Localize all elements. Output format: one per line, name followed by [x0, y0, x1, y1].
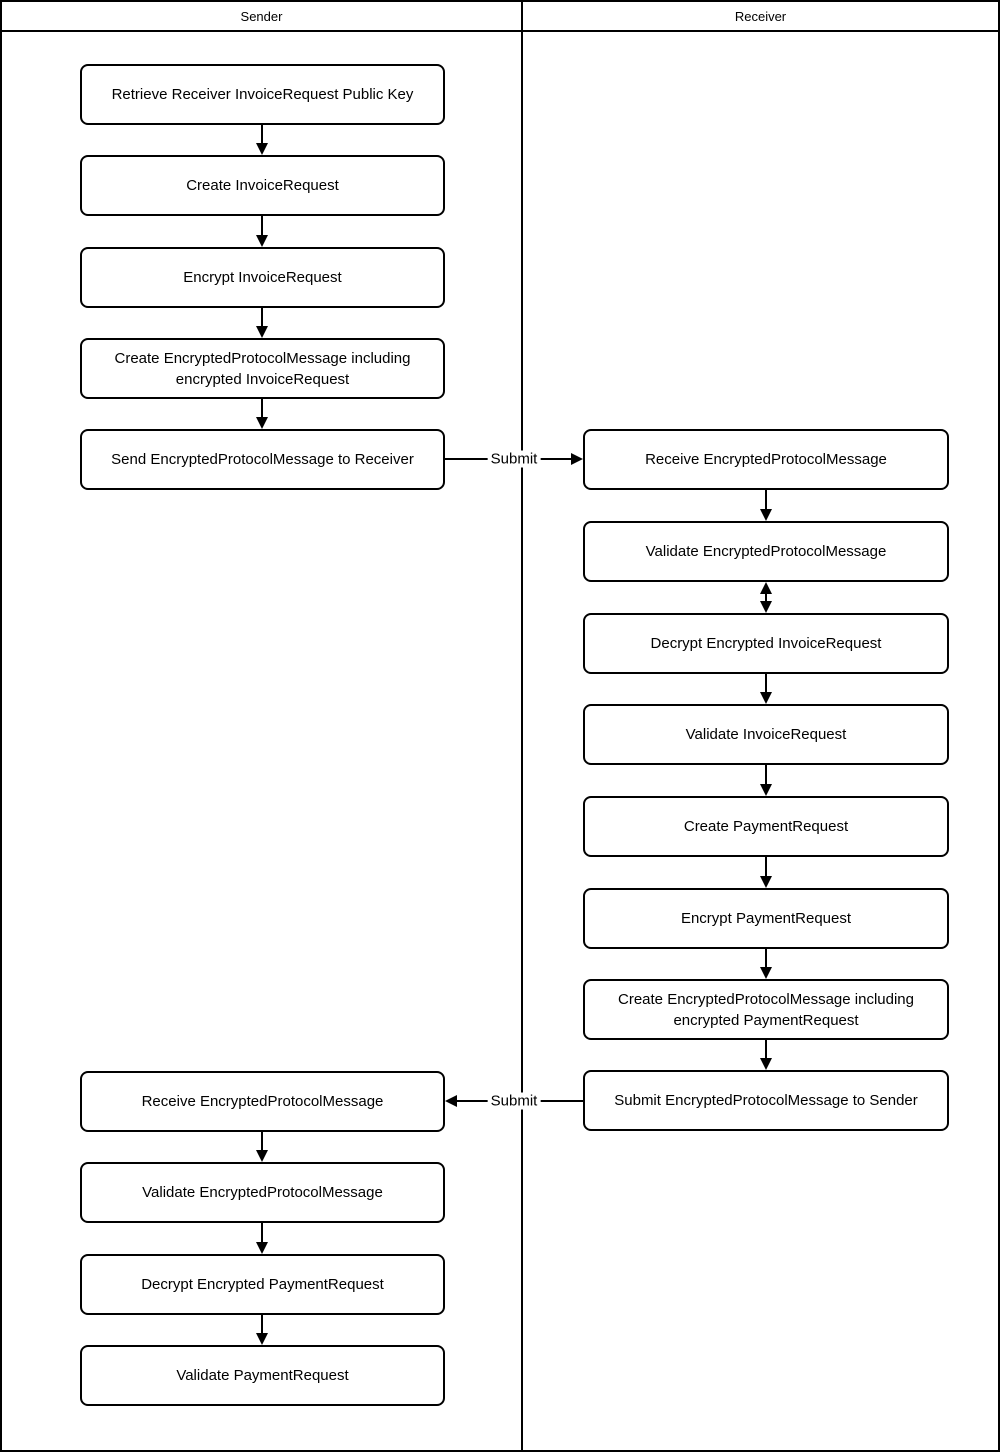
- arrowhead-down-icon: [760, 509, 772, 521]
- arrow-stem: [765, 674, 767, 693]
- arrow-stem: [261, 1315, 263, 1334]
- flow-node-create-invoicerequest: Create InvoiceRequest: [80, 155, 445, 216]
- arrow-stem: [261, 125, 263, 144]
- lane-header-receiver: Receiver: [734, 8, 787, 24]
- flow-node-receiver-receive-epm: Receive EncryptedProtocolMessage: [583, 429, 949, 490]
- flow-node-decrypt-paymentrequest: Decrypt Encrypted PaymentRequest: [80, 1254, 445, 1315]
- arrowhead-down-icon: [760, 601, 772, 613]
- arrowhead-left-icon: [445, 1095, 457, 1107]
- lane-divider: [521, 2, 523, 1450]
- arrowhead-down-icon: [256, 1333, 268, 1345]
- arrowhead-up-icon: [760, 582, 772, 594]
- flow-node-decrypt-invoicerequest: Decrypt Encrypted InvoiceRequest: [583, 613, 949, 674]
- arrow-stem: [765, 490, 767, 510]
- arrow-stem: [765, 857, 767, 877]
- arrow-stem: [765, 1040, 767, 1059]
- flow-node-retrieve-public-key: Retrieve Receiver InvoiceRequest Public …: [80, 64, 445, 125]
- arrow-down-icon: [256, 1223, 268, 1254]
- arrow-stem: [261, 399, 263, 418]
- submit-connector-label: Submit: [487, 450, 541, 468]
- flow-node-encrypt-invoicerequest: Encrypt InvoiceRequest: [80, 247, 445, 308]
- arrow-down-icon: [256, 125, 268, 155]
- arrowhead-down-icon: [760, 1058, 772, 1070]
- flow-node-sender-validate-epm: Validate EncryptedProtocolMessage: [80, 1162, 445, 1223]
- arrowhead-right-icon: [571, 453, 583, 465]
- arrow-stem: [261, 216, 263, 236]
- arrowhead-down-icon: [256, 1242, 268, 1254]
- arrow-down-icon: [256, 308, 268, 338]
- arrowhead-down-icon: [760, 967, 772, 979]
- arrow-down-icon: [760, 490, 772, 521]
- arrowhead-down-icon: [760, 784, 772, 796]
- flow-node-encrypt-paymentrequest: Encrypt PaymentRequest: [583, 888, 949, 949]
- arrowhead-down-icon: [760, 692, 772, 704]
- flow-node-receiver-validate-epm: Validate EncryptedProtocolMessage: [583, 521, 949, 582]
- submit-connector-label: Submit: [487, 1092, 541, 1110]
- arrow-down-icon: [256, 1132, 268, 1162]
- lane-header-sender: Sender: [240, 8, 283, 24]
- arrow-stem: [261, 1132, 263, 1151]
- submit-connector-to-sender: Submit: [445, 1089, 583, 1113]
- arrow-down-icon: [760, 949, 772, 979]
- arrow-stem: [765, 765, 767, 785]
- arrow-stem: [765, 593, 767, 602]
- submit-connector-to-receiver: Submit: [445, 447, 583, 471]
- arrowhead-down-icon: [256, 143, 268, 155]
- arrow-down-icon: [760, 857, 772, 888]
- arrow-down-icon: [760, 765, 772, 796]
- flow-node-create-paymentrequest: Create PaymentRequest: [583, 796, 949, 857]
- arrowhead-down-icon: [760, 876, 772, 888]
- flow-node-create-epm-paymentrequest: Create EncryptedProtocolMessage includin…: [583, 979, 949, 1040]
- arrow-down-icon: [256, 216, 268, 247]
- flow-node-validate-invoicerequest: Validate InvoiceRequest: [583, 704, 949, 765]
- flow-node-sender-receive-epm: Receive EncryptedProtocolMessage: [80, 1071, 445, 1132]
- flow-node-send-epm-to-receiver: Send EncryptedProtocolMessage to Receive…: [80, 429, 445, 490]
- arrow-stem: [261, 1223, 263, 1243]
- arrowhead-down-icon: [256, 235, 268, 247]
- flow-node-validate-paymentrequest: Validate PaymentRequest: [80, 1345, 445, 1406]
- arrow-double-vertical-icon: [760, 582, 772, 613]
- lane-header-row: [2, 2, 998, 32]
- flow-node-create-epm-invoicerequest: Create EncryptedProtocolMessage includin…: [80, 338, 445, 399]
- flow-node-submit-epm-to-sender: Submit EncryptedProtocolMessage to Sende…: [583, 1070, 949, 1131]
- arrow-down-icon: [256, 399, 268, 429]
- arrow-stem: [261, 308, 263, 327]
- arrow-stem: [765, 949, 767, 968]
- arrowhead-down-icon: [256, 326, 268, 338]
- arrowhead-down-icon: [256, 417, 268, 429]
- arrow-down-icon: [760, 1040, 772, 1070]
- arrowhead-down-icon: [256, 1150, 268, 1162]
- arrow-down-icon: [760, 674, 772, 704]
- arrow-down-icon: [256, 1315, 268, 1345]
